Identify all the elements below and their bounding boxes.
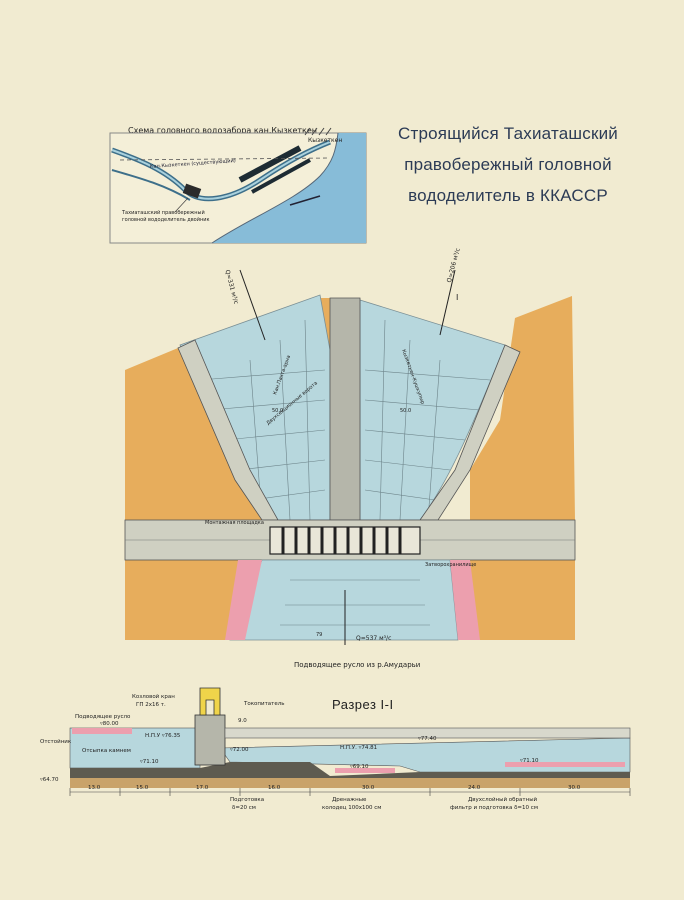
section-dim-ticks — [69, 788, 631, 796]
section-crane-label-1: Козловой кран — [132, 693, 175, 700]
section-dim-2: 17.0 — [196, 785, 209, 791]
plan-label-montage: Монтажная площадка — [205, 520, 264, 526]
section-elev-top: ▿80.00 — [100, 721, 119, 727]
flow-arrow-left — [239, 269, 266, 341]
plan-caption: Подводящее русло из р.Амударьи — [294, 661, 421, 669]
section-elev-right-top: ▿77.40 — [418, 736, 437, 742]
section-elev-right-end: ▿71.10 — [520, 758, 539, 764]
section-pink-left — [72, 728, 132, 734]
section-pink-right — [505, 762, 625, 767]
title-line-3: вододелитель в ККАССР — [408, 186, 608, 205]
pink-left — [225, 560, 262, 640]
scheme-label-divider-1: Тахиаташский правобережный — [121, 209, 205, 216]
pink-right — [450, 560, 480, 640]
scheme-label-divider-2: головной вододелитель двойник — [122, 216, 210, 223]
title-line-2: правобережный головной — [404, 155, 612, 174]
scheme-leader — [174, 197, 189, 213]
title-line-1: Строящийся Тахиаташский — [398, 124, 618, 143]
section-dim-4: 30.0 — [362, 785, 375, 791]
section-dim-0: 13.0 — [88, 785, 101, 791]
section-elev-nlp-right: Н.П.У. ▿74.81 — [340, 745, 377, 751]
plan-label-gate-store: Затворохранилище — [425, 562, 476, 568]
section-prep-thk: δ=20 см — [232, 805, 256, 811]
scheme-river — [212, 133, 366, 243]
scheme-canal-second — [111, 169, 191, 201]
section-current-collector: Токопитатель — [243, 701, 285, 707]
section-dim-3: 16.0 — [268, 785, 281, 791]
section-elev-nlp-left: Н.П.У ▿76.35 — [145, 733, 181, 739]
inlet-grid — [280, 579, 430, 626]
section-elev-mid: ▿72.00 — [230, 747, 249, 753]
plan-flow-bottom: Q=537 м³/с — [356, 635, 391, 642]
section-bed — [70, 762, 630, 778]
scheme-road — [119, 157, 331, 161]
section-dim-5: 24.0 — [468, 785, 481, 791]
sand-right — [470, 296, 575, 520]
section-elev-left-low: ▿71.10 — [140, 759, 159, 765]
section-dim-6: 30.0 — [568, 785, 581, 791]
scheme-label-kyzketken: Кызкеткен — [308, 137, 342, 144]
plan-dim-bottom: 79 — [316, 632, 322, 638]
scheme-divider-structure — [182, 183, 202, 199]
plan-section-mark: I — [456, 293, 458, 302]
scheme-dam-2 — [251, 158, 311, 194]
section-pink-mid — [335, 768, 395, 773]
section-inlet: Подводящее русло — [75, 714, 131, 720]
grid-left — [199, 319, 326, 521]
section-settling: Отстойник — [40, 738, 72, 745]
scheme-title: Схема головного водозабора кан.Кызкеткен — [128, 126, 318, 135]
flow-arrow-right — [439, 269, 456, 336]
sand-left — [125, 348, 262, 520]
sand-bottom-right — [450, 560, 575, 640]
section-prep: Подготовка — [230, 797, 264, 803]
section-filter-bottom: фильтр и подготовка δ=10 см — [450, 805, 538, 811]
section-elev-right-low: ▿69.10 — [350, 764, 369, 770]
section-dumping: Отсыпка камнем — [82, 748, 131, 754]
scheme-dam — [238, 145, 302, 183]
section-water-left — [69, 727, 201, 769]
page-title: Строящийся Тахиаташский правобережный го… — [368, 118, 648, 211]
section-crane — [199, 687, 221, 716]
section-ground — [70, 778, 630, 788]
grid-right — [364, 319, 491, 521]
plan-dim-left: 50.0 — [272, 408, 283, 414]
section-crane-label-2: ГП 2х16 т. — [136, 702, 166, 708]
section-filter-top: Двухслойный обратный — [468, 796, 538, 803]
section-deck — [224, 727, 631, 739]
scheme-hatch — [304, 127, 332, 136]
sluice-gates — [269, 526, 421, 555]
plan-dim-right: 50.0 — [400, 408, 411, 414]
scheme-arrow — [289, 195, 321, 206]
sand-bottom-left — [125, 560, 262, 640]
section-drain-2: колодец 100х100 см — [322, 805, 381, 811]
section-dim-1: 15.0 — [136, 785, 149, 791]
section-dim-9: 9.0 — [238, 718, 247, 724]
scheme-river-bank — [211, 132, 339, 244]
section-elev-base: ▿64.70 — [40, 777, 59, 783]
section-title: Разрез I-I — [332, 697, 394, 712]
scheme-canal-inner — [111, 141, 331, 200]
section-drain-1: Дренажные — [332, 797, 367, 803]
section-dam-body — [194, 714, 226, 766]
